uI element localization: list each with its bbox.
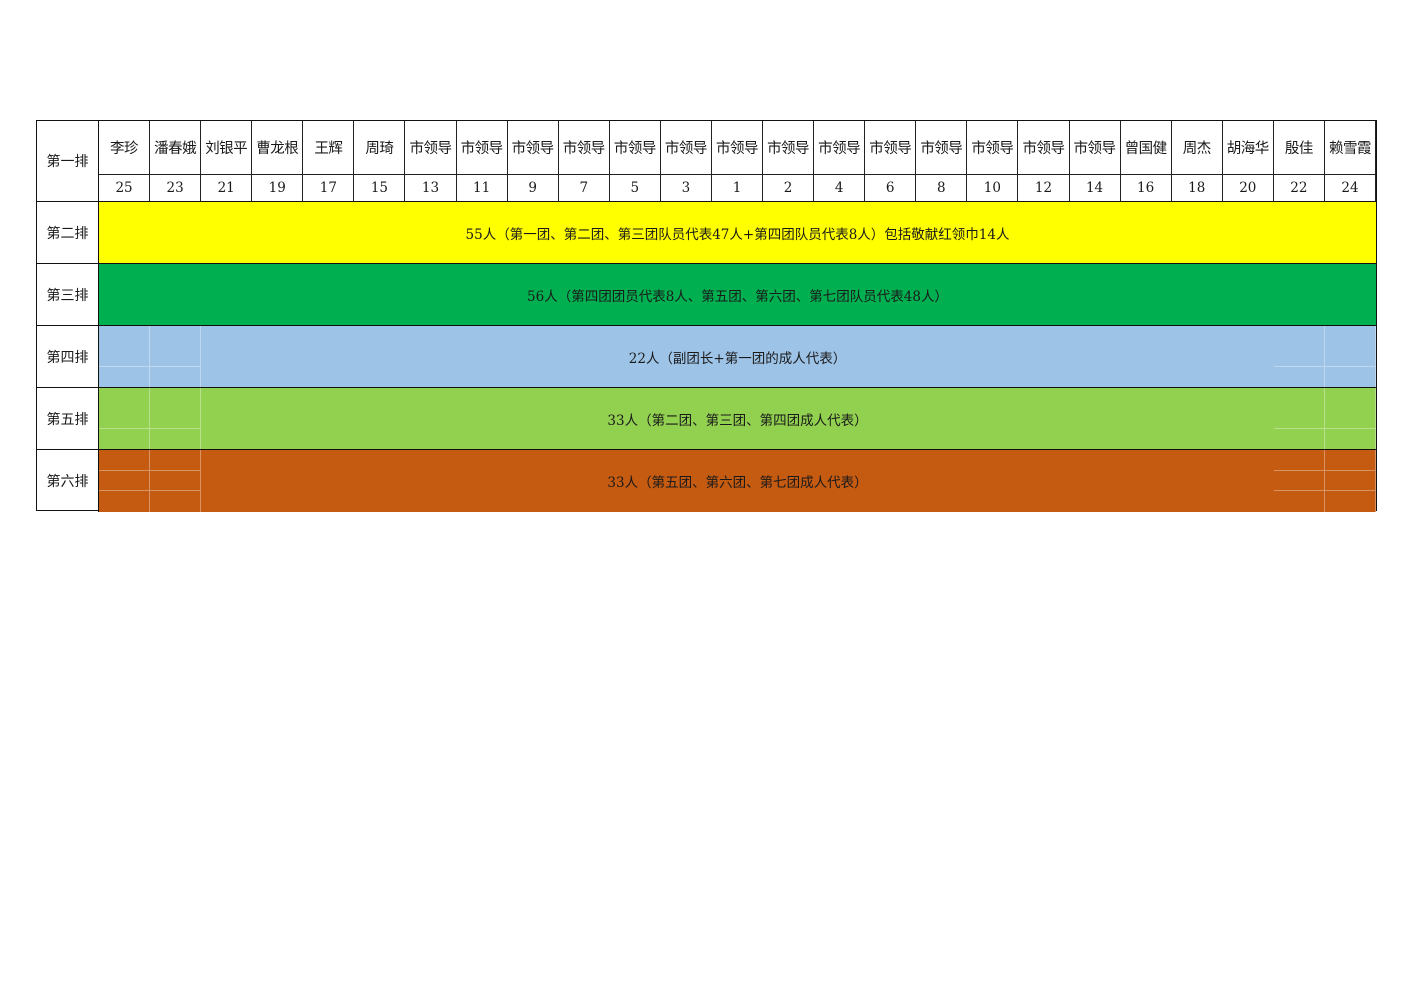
row-description: 22人（副团长+第一团的成人代表）	[628, 350, 847, 367]
seat-number: 18	[1171, 175, 1223, 202]
seat-number: 9	[507, 175, 559, 202]
seat-name: 王辉	[303, 121, 355, 175]
band-cell-outline	[1273, 388, 1325, 449]
seat-name: 市领导	[456, 121, 508, 175]
seat-number: 24	[1324, 175, 1376, 202]
seat-number: 15	[354, 175, 406, 202]
seat-name: 市领导	[1018, 121, 1070, 175]
seat-name: 市领导	[660, 121, 712, 175]
seat-name: 市领导	[865, 121, 917, 175]
band-cell-outline	[1324, 450, 1376, 512]
seat-number: 2	[763, 175, 815, 202]
seat-name: 市领导	[507, 121, 559, 175]
row-label-6: 第六排	[37, 450, 99, 512]
seat-number: 22	[1273, 175, 1325, 202]
band-cell-outline	[150, 326, 202, 387]
seat-name: 李珍	[99, 121, 151, 175]
row-label-5: 第五排	[37, 388, 99, 450]
band-cell-outline	[99, 388, 151, 449]
row-label-3: 第三排	[37, 264, 99, 326]
seat-number: 3	[660, 175, 712, 202]
seat-name: 潘春娥	[150, 121, 202, 175]
seat-name: 市领导	[1069, 121, 1121, 175]
band-cell-outline	[1324, 326, 1376, 387]
row-band-5: 33人（第二团、第三团、第四团成人代表）	[99, 388, 1376, 450]
row-band-3: 56人（第四团团员代表8人、第五团、第六团、第七团队员代表48人）	[99, 264, 1376, 326]
seat-number: 6	[865, 175, 917, 202]
seat-name: 赖雪霞	[1324, 121, 1376, 175]
row-band-6: 33人（第五团、第六团、第七团成人代表）	[99, 450, 1376, 512]
seat-number: 5	[609, 175, 661, 202]
row-label-1: 第一排	[37, 121, 99, 202]
seat-name: 市领导	[763, 121, 815, 175]
seat-number: 23	[150, 175, 202, 202]
seat-name: 市领导	[609, 121, 661, 175]
seat-name: 市领导	[405, 121, 457, 175]
seat-number: 16	[1120, 175, 1172, 202]
band-cell-outline	[150, 450, 202, 512]
seat-name: 殷佳	[1273, 121, 1325, 175]
band-cell-outline	[1273, 450, 1325, 512]
seat-number: 10	[967, 175, 1019, 202]
seat-name: 周琦	[354, 121, 406, 175]
seat-name: 市领导	[967, 121, 1019, 175]
seat-name: 市领导	[711, 121, 764, 175]
band-cell-outline	[99, 326, 151, 387]
seat-number: 21	[201, 175, 253, 202]
seat-name: 市领导	[558, 121, 610, 175]
band-cell-outline	[99, 450, 151, 512]
band-cell-outline	[1324, 388, 1376, 449]
seat-number: 13	[405, 175, 457, 202]
seat-number: 7	[558, 175, 610, 202]
seat-name: 市领导	[916, 121, 968, 175]
row-band-2: 55人（第一团、第二团、第三团队员代表47人+第四团队员代表8人）包括敬献红领巾…	[99, 202, 1376, 264]
seat-number: 1	[711, 175, 764, 202]
seat-number: 20	[1222, 175, 1274, 202]
row-label-4: 第四排	[37, 326, 99, 388]
seat-number: 12	[1018, 175, 1070, 202]
row-band-4: 22人（副团长+第一团的成人代表）	[99, 326, 1376, 388]
seat-name: 市领导	[814, 121, 866, 175]
seat-number: 8	[916, 175, 968, 202]
seat-number: 25	[99, 175, 151, 202]
seat-name: 胡海华	[1222, 121, 1274, 175]
row-label-2: 第二排	[37, 202, 99, 264]
row-description: 33人（第二团、第三团、第四团成人代表）	[607, 412, 868, 429]
seat-number: 17	[303, 175, 355, 202]
seat-number: 11	[456, 175, 508, 202]
seat-number: 4	[814, 175, 866, 202]
seat-number: 14	[1069, 175, 1121, 202]
seat-name: 周杰	[1171, 121, 1223, 175]
seat-name: 曾国健	[1120, 121, 1172, 175]
seat-number: 19	[252, 175, 304, 202]
seating-chart: 第一排 李珍潘春娥刘银平曹龙根王辉周琦市领导市领导市领导市领导市领导市领导市领导…	[36, 120, 1377, 512]
row-description: 55人（第一团、第二团、第三团队员代表47人+第四团队员代表8人）包括敬献红领巾…	[465, 226, 1010, 243]
seating-grid: 第一排 李珍潘春娥刘银平曹龙根王辉周琦市领导市领导市领导市领导市领导市领导市领导…	[36, 120, 1377, 512]
seat-name: 曹龙根	[252, 121, 304, 175]
band-cell-outline	[150, 388, 202, 449]
band-cell-outline	[1273, 326, 1325, 387]
row-description: 56人（第四团团员代表8人、第五团、第六团、第七团队员代表48人）	[527, 288, 948, 305]
seat-name: 刘银平	[201, 121, 253, 175]
row-description: 33人（第五团、第六团、第七团成人代表）	[607, 475, 868, 491]
